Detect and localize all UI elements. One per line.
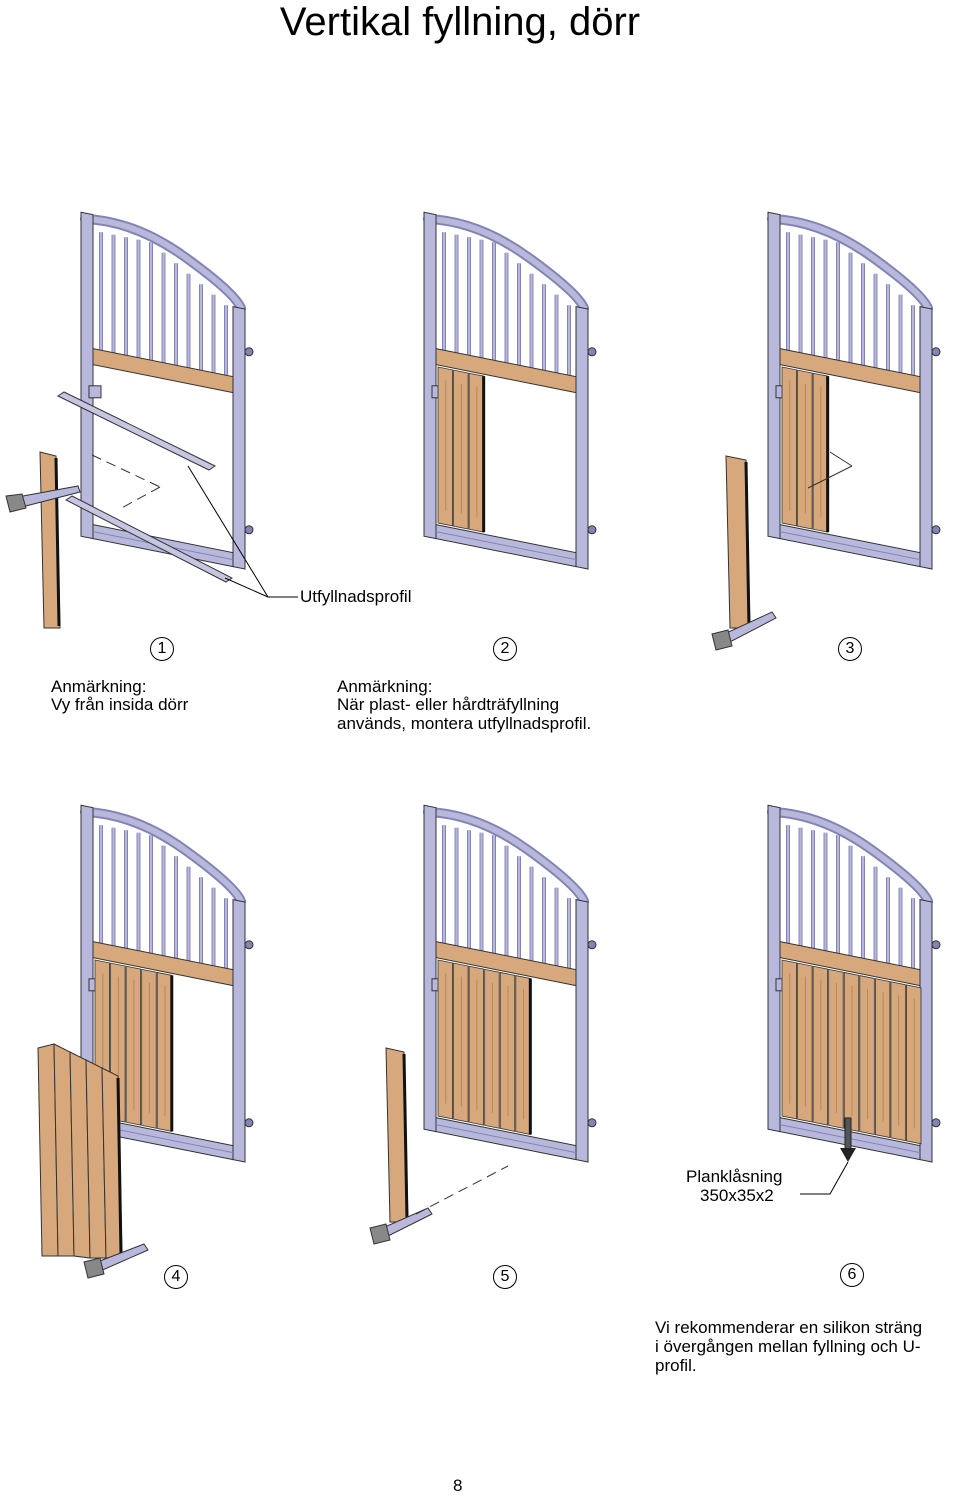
spatula-tool-3 xyxy=(711,611,777,651)
step-number-4: 4 xyxy=(164,1265,188,1289)
plank-lock-icon xyxy=(840,1117,856,1162)
note-1-text: Vy från insida dörr xyxy=(51,695,189,714)
loose-profile-rail-upper xyxy=(56,391,217,471)
spatula-tool-4 xyxy=(83,1243,149,1279)
note-2-text-line1: När plast- eller hårdträfyllning xyxy=(337,695,560,714)
lock-leader-line xyxy=(800,1161,849,1195)
note-6-text-line2: i övergången mellan fyllning och U- xyxy=(655,1337,921,1356)
page-number: 8 xyxy=(453,1476,463,1495)
loose-profile-rail-lower xyxy=(65,495,233,583)
note-6-text-line1: Vi rekommenderar en silikon sträng xyxy=(655,1318,923,1337)
guide-lines-1 xyxy=(91,454,161,511)
note-1-heading: Anmärkning: xyxy=(51,677,147,696)
lock-callout-label-line2: 350x35x2 xyxy=(700,1186,774,1205)
door-illustration-1 xyxy=(80,211,254,570)
spatula-tool-5 xyxy=(369,1207,433,1245)
spatula-tool-1 xyxy=(5,485,81,513)
step-number-5: 5 xyxy=(493,1265,517,1289)
step-number-3: 3 xyxy=(838,637,862,661)
step-number-6: 6 xyxy=(840,1263,864,1287)
door-illustration-3 xyxy=(767,211,941,570)
step-number-1: 1 xyxy=(150,637,174,661)
loose-plank-5 xyxy=(385,1047,409,1223)
note-2-heading: Anmärkning: xyxy=(337,677,433,696)
loose-plank-3 xyxy=(725,455,751,629)
note-2-text-line2: används, montera utfyllnadsprofil. xyxy=(337,714,592,733)
profile-callout-label: Utfyllnadsprofil xyxy=(300,587,412,606)
note-6-text-line3: profil. xyxy=(655,1356,697,1375)
door-illustration-5 xyxy=(423,804,597,1163)
door-illustration-2 xyxy=(423,211,597,570)
step-number-2: 2 xyxy=(493,637,517,661)
loose-plank-1 xyxy=(39,451,61,629)
guide-lines-5 xyxy=(415,1165,509,1215)
door-illustration-6 xyxy=(767,804,941,1163)
guide-lines-3 xyxy=(807,451,853,489)
lock-callout-label-line1: Planklåsning xyxy=(686,1167,783,1186)
page-title: Vertikal fyllning, dörr xyxy=(279,0,641,44)
profile-leader-lines xyxy=(187,465,298,598)
loose-plank-panel-4 xyxy=(37,1043,123,1259)
